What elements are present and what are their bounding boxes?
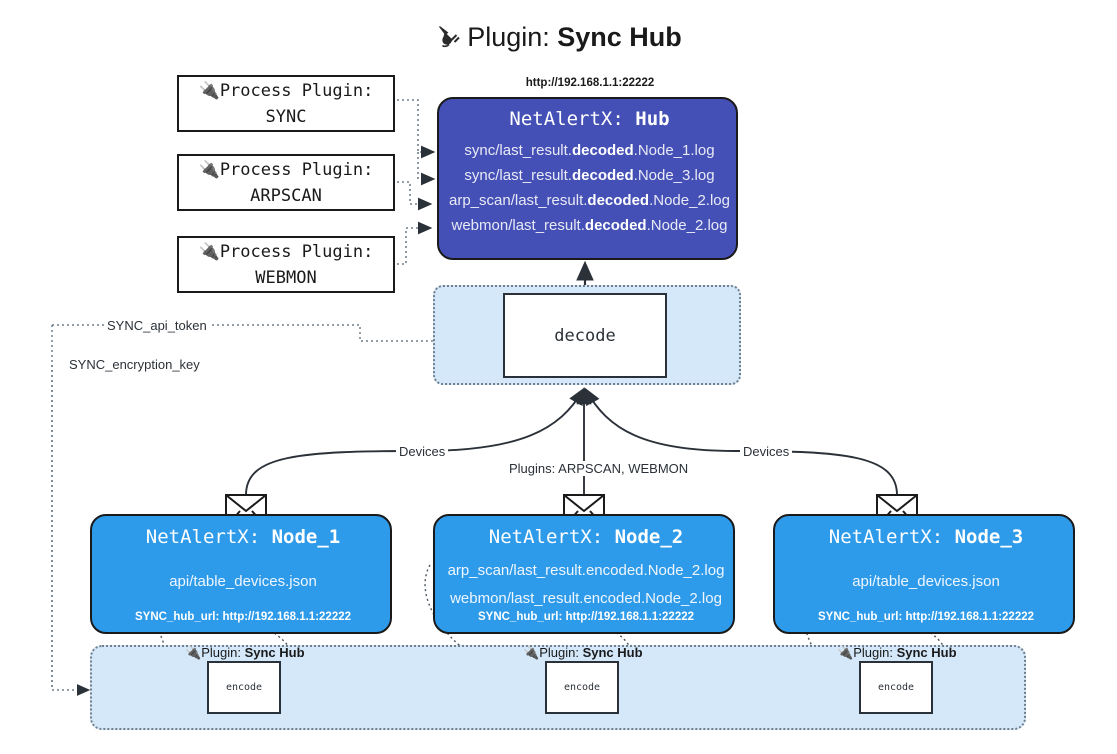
edge-node1-to-decode xyxy=(245,387,585,496)
node-1-title: NetAlertX: Node_1 xyxy=(145,526,341,548)
hub-node[interactable]: NetAlertX: Hub sync/last_result.decoded.… xyxy=(437,97,738,260)
node-2[interactable]: NetAlertX: Node_2 arp_scan/last_result.e… xyxy=(433,514,735,634)
node-1-footer: SYNC_hub_url: http://192.168.1.1:22222 xyxy=(134,611,352,623)
node-3-footer: SYNC_hub_url: http://192.168.1.1:22222 xyxy=(817,611,1035,623)
process-plugin-arpscan-line1: 🔌Process Plugin: xyxy=(198,159,374,180)
hub-log-row: webmon/last_result.decoded.Node_2.log xyxy=(451,217,728,234)
page-title-name: Sync Hub xyxy=(557,22,682,52)
hub-title: NetAlertX: Hub xyxy=(509,108,670,130)
edge-webmon-plugin-to-hub xyxy=(397,221,433,265)
encoder-3-caption: 🔌Plugin: Sync Hub xyxy=(837,645,957,660)
hub-log-row: arp_scan/last_result.decoded.Node_2.log xyxy=(449,192,730,209)
node-2-line: webmon/last_result.encoded.Node_2.log xyxy=(450,590,722,607)
encode-box-1[interactable]: encode xyxy=(207,661,281,714)
hub-url-label: http://192.168.1.1:22222 xyxy=(525,77,655,89)
process-plugin-sync[interactable]: 🔌Process Plugin: SYNC xyxy=(177,75,395,132)
hub-log-row: sync/last_result.decoded.Node_3.log xyxy=(464,167,715,184)
process-plugin-webmon[interactable]: 🔌Process Plugin: WEBMON xyxy=(177,236,395,293)
node-1-line: api/table_devices.json xyxy=(169,573,317,590)
plug-icon: 🔌 xyxy=(198,241,220,262)
encode-box-2[interactable]: encode xyxy=(545,661,619,714)
edge-node3-to-decode xyxy=(584,387,898,496)
process-plugin-webmon-line1: 🔌Process Plugin: xyxy=(198,241,374,262)
page-title-prefix: Plugin: xyxy=(467,22,550,52)
edge-label-encryption-key: SYNC_encryption_key xyxy=(66,357,203,372)
node-2-footer: SYNC_hub_url: http://192.168.1.1:22222 xyxy=(477,611,695,623)
edge-sync-plugin-to-hub xyxy=(397,99,436,186)
edge-label-devices-right: Devices xyxy=(740,444,793,459)
process-plugin-arpscan[interactable]: 🔌Process Plugin: ARPSCAN xyxy=(177,154,395,211)
encoder-2-caption: 🔌Plugin: Sync Hub xyxy=(523,645,643,660)
plug-icon xyxy=(435,18,463,64)
plug-icon: 🔌 xyxy=(185,645,202,660)
process-plugin-webmon-line2: WEBMON xyxy=(255,267,317,288)
plug-icon: 🔌 xyxy=(837,645,854,660)
node-2-line: arp_scan/last_result.encoded.Node_2.log xyxy=(447,562,725,579)
edge-label-devices-left: Devices xyxy=(396,444,449,459)
edge-encryption-key xyxy=(51,325,91,696)
edge-label-plugins: Plugins: ARPSCAN, WEBMON xyxy=(506,461,692,476)
process-plugin-arpscan-line2: ARPSCAN xyxy=(250,185,322,206)
encoder-1-caption: 🔌Plugin: Sync Hub xyxy=(185,645,305,660)
hub-log-row: sync/last_result.decoded.Node_1.log xyxy=(464,142,715,159)
process-plugin-sync-line2: SYNC xyxy=(265,106,307,127)
plug-icon: 🔌 xyxy=(198,159,220,180)
node-3[interactable]: NetAlertX: Node_3 api/table_devices.json… xyxy=(773,514,1075,634)
encode-box-3[interactable]: encode xyxy=(859,661,933,714)
node-2-title: NetAlertX: Node_2 xyxy=(488,526,684,548)
edge-label-api-token: SYNC_api_token xyxy=(104,318,210,333)
edge-arpscan-plugin-to-hub xyxy=(397,181,433,211)
plug-icon: 🔌 xyxy=(523,645,540,660)
decode-box[interactable]: decode xyxy=(503,293,667,378)
process-plugin-sync-line1: 🔌Process Plugin: xyxy=(198,80,374,101)
page-title: Plugin: Sync Hub xyxy=(0,14,1117,64)
node-3-title: NetAlertX: Node_3 xyxy=(828,526,1024,548)
plug-icon: 🔌 xyxy=(198,80,220,101)
node-3-line: api/table_devices.json xyxy=(852,573,1000,590)
node-1[interactable]: NetAlertX: Node_1 api/table_devices.json… xyxy=(90,514,392,634)
